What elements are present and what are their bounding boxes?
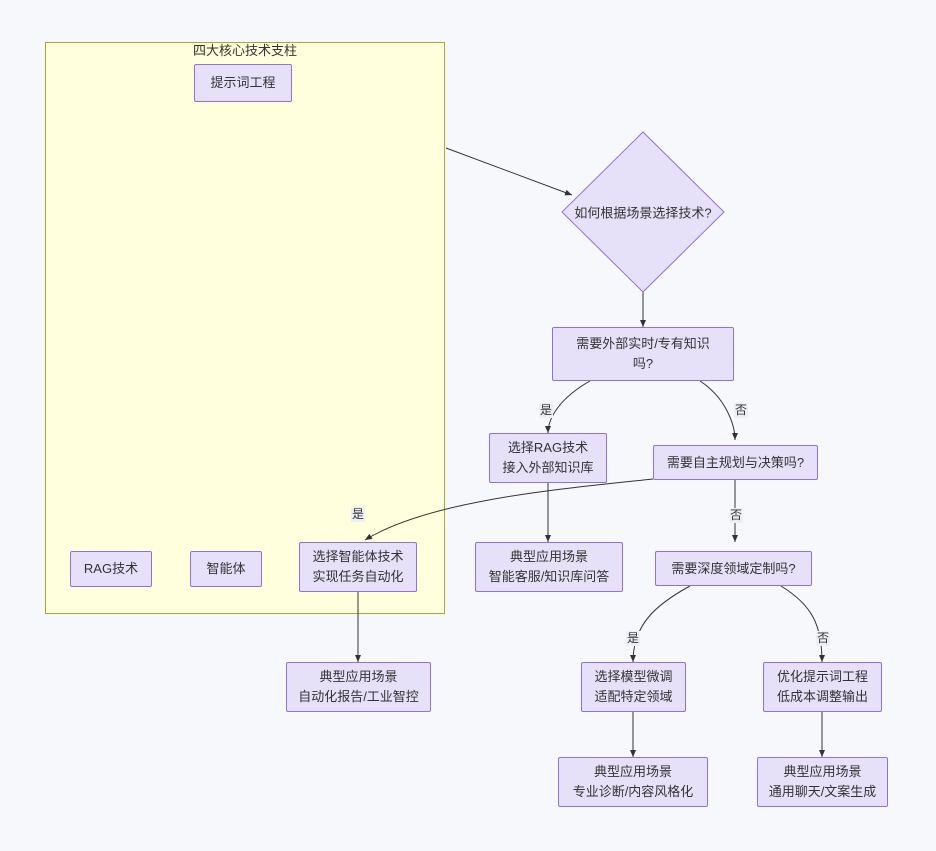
node-label-line1: 选择RAG技术 xyxy=(507,440,589,455)
node-label: 需要自主规划与决策吗? xyxy=(666,454,805,470)
node-scene-agent[interactable]: 典型应用场景 自动化报告/工业智控 xyxy=(286,662,431,712)
edge-need-external-yes xyxy=(545,380,591,434)
node-label-line1: 典型应用场景 xyxy=(509,549,588,564)
node-label-line1: 需要外部实时/专有知识 xyxy=(576,336,710,351)
edge-need-domain-no xyxy=(780,585,825,663)
node-scene-finetune[interactable]: 典型应用场景 专业诊断/内容风格化 xyxy=(558,757,708,807)
node-need-autonomy[interactable]: 需要自主规划与决策吗? xyxy=(653,445,818,480)
edge-label-autonomy-no: 否 xyxy=(729,508,744,523)
node-need-external[interactable]: 需要外部实时/专有知识 吗? xyxy=(552,327,734,381)
edge-label-domain-yes: 是 xyxy=(626,631,641,646)
node-label-line1: 典型应用场景 xyxy=(783,764,862,779)
node-label-line1: 选择智能体技术 xyxy=(312,549,404,564)
node-label-line2: 实现任务自动化 xyxy=(312,569,404,584)
edge-label-external-no: 否 xyxy=(734,403,749,418)
edge-label-domain-no: 否 xyxy=(816,631,831,646)
node-choose-finetune[interactable]: 选择模型微调 适配特定领域 xyxy=(581,662,686,712)
node-label: 需要深度领域定制吗? xyxy=(671,560,796,576)
node-label-line1: 典型应用场景 xyxy=(319,669,398,684)
node-label: 智能体 xyxy=(206,561,246,576)
node-label-line2: 低成本调整输出 xyxy=(776,689,868,704)
node-choose-prompt-opt[interactable]: 优化提示词工程 低成本调整输出 xyxy=(763,662,882,712)
node-scene-prompt[interactable]: 典型应用场景 通用聊天/文案生成 xyxy=(757,757,888,807)
node-label-line2: 接入外部知识库 xyxy=(502,460,594,475)
node-rag-tech[interactable]: RAG技术 xyxy=(70,551,152,587)
diamond-shape xyxy=(561,131,725,293)
node-label-line2: 吗? xyxy=(632,356,654,371)
node-label-line2: 智能客服/知识库问答 xyxy=(488,569,610,584)
edge-pillars-to-decision xyxy=(445,147,573,196)
node-label-line1: 优化提示词工程 xyxy=(776,669,868,684)
node-decision-main[interactable]: 如何根据场景选择技术? xyxy=(561,131,725,293)
edge-need-external-no xyxy=(699,380,738,441)
subgraph-title: 四大核心技术支柱 xyxy=(192,43,297,58)
edge-label-external-yes: 是 xyxy=(539,403,554,418)
node-label: 提示词工程 xyxy=(210,75,276,90)
subgraph-four-pillars xyxy=(45,42,445,614)
node-label-line1: 选择模型微调 xyxy=(594,669,673,684)
node-label-line2: 专业诊断/内容风格化 xyxy=(572,784,694,799)
edge-label-autonomy-yes: 是 xyxy=(351,507,366,522)
node-need-domain[interactable]: 需要深度领域定制吗? xyxy=(655,551,812,586)
node-choose-agent[interactable]: 选择智能体技术 实现任务自动化 xyxy=(299,542,417,592)
node-agent[interactable]: 智能体 xyxy=(190,551,262,587)
node-label: RAG技术 xyxy=(83,561,139,576)
node-scene-rag[interactable]: 典型应用场景 智能客服/知识库问答 xyxy=(475,542,623,592)
edge-need-domain-yes xyxy=(630,585,691,663)
node-label-line2: 适配特定领域 xyxy=(594,689,673,704)
node-prompt-engineering[interactable]: 提示词工程 xyxy=(194,64,292,102)
node-label-line2: 通用聊天/文案生成 xyxy=(768,784,877,799)
node-label-line2: 自动化报告/工业智控 xyxy=(298,689,419,704)
node-choose-rag[interactable]: 选择RAG技术 接入外部知识库 xyxy=(489,433,607,483)
node-label-line1: 典型应用场景 xyxy=(593,764,672,779)
node-label: 如何根据场景选择技术? xyxy=(574,205,712,221)
